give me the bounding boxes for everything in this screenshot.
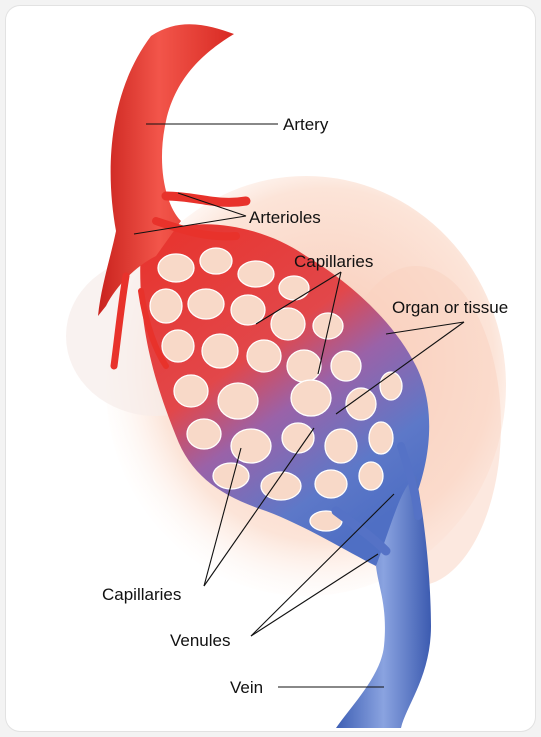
- circulation-diagram: Artery Arterioles Capillaries Organ or t…: [6, 6, 535, 731]
- label-organ-or-tissue: Organ or tissue: [392, 298, 508, 317]
- label-arterioles: Arterioles: [249, 208, 321, 227]
- label-capillaries-top: Capillaries: [294, 252, 373, 271]
- label-vein: Vein: [230, 678, 263, 697]
- label-capillaries-bottom: Capillaries: [102, 585, 181, 604]
- label-venules: Venules: [170, 631, 231, 650]
- diagram-card: Artery Arterioles Capillaries Organ or t…: [6, 6, 535, 731]
- label-artery: Artery: [283, 115, 329, 134]
